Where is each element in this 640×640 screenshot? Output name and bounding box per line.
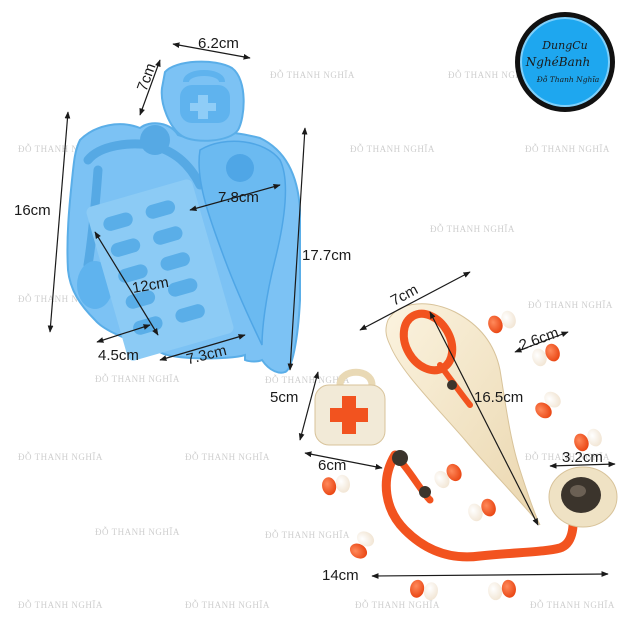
watermark: ĐỖ THANH NGHĨA xyxy=(18,451,103,462)
resin-chest-piece-label: 3.2cm xyxy=(562,449,603,466)
logo-line-2: NghéBanh xyxy=(525,55,590,69)
watermark: ĐỖ THANH NGHĨA xyxy=(525,451,610,462)
mold-cone-ring xyxy=(226,154,254,182)
mold-ring-cavity xyxy=(140,125,170,155)
watermark: ĐỖ THANH NGHĨA xyxy=(270,69,355,80)
watermark: ĐỖ THANH NGHĨA xyxy=(525,143,610,154)
watermark: ĐỖ THANH NGHĨA xyxy=(430,223,515,234)
mold-height-label: 16cm xyxy=(14,202,51,219)
mold-handle-cavity xyxy=(183,70,225,84)
logo-line-3: Đỗ Thanh Nghĩa xyxy=(536,75,599,84)
watermark: ĐỖ THANH NGHĨA xyxy=(185,451,270,462)
resin-bag-width-label: 6cm xyxy=(318,457,346,474)
watermark: ĐỖ THANH NGHĨA xyxy=(528,299,613,310)
mold-top-height-label: 7cm xyxy=(134,61,160,93)
watermark: ĐỖ THANH NGHĨA xyxy=(95,526,180,537)
silicone-mold xyxy=(66,60,301,374)
mold-tube-width-label: 4.5cm xyxy=(98,347,139,364)
mold-cross-cavity xyxy=(190,95,216,119)
logo-line-1: DungCu xyxy=(541,39,588,52)
mold-dimension-lines xyxy=(47,42,308,371)
resin-cone xyxy=(385,303,541,526)
watermark: ĐỖ THANH NGHĨA xyxy=(355,599,440,610)
mold-cone-length-label: 17.7cm xyxy=(302,247,351,264)
watermark: ĐỖ THANH NGHĨA xyxy=(350,143,435,154)
watermark: ĐỖ THANH NGHĨA xyxy=(448,69,533,80)
mold-top-width-label: 6.2cm xyxy=(198,35,239,52)
brand-logo: DungCu NghéBanh Đỗ Thanh Nghĩa xyxy=(515,12,615,112)
watermark: ĐỖ THANH NGHĨA xyxy=(530,599,615,610)
mold-cone-width-label: 7.8cm xyxy=(218,189,259,206)
watermark: ĐỖ THANH NGHĨA xyxy=(18,599,103,610)
resin-tube xyxy=(381,450,578,562)
watermark: ĐỖ THANH NGHĨA xyxy=(95,373,180,384)
mold-pills-length-label: 12cm xyxy=(131,274,170,297)
resin-total-length-label: 14cm xyxy=(322,567,359,584)
watermark: ĐỖ THANH NGHĨA xyxy=(265,529,350,540)
resin-chest-piece xyxy=(548,466,618,528)
resin-dimension-lines xyxy=(298,271,616,579)
resin-bag-height-label: 5cm xyxy=(270,389,298,406)
watermark: ĐỖ THANH NGHĨA xyxy=(185,599,270,610)
resin-cone-length-label: 16.5cm xyxy=(474,389,523,406)
